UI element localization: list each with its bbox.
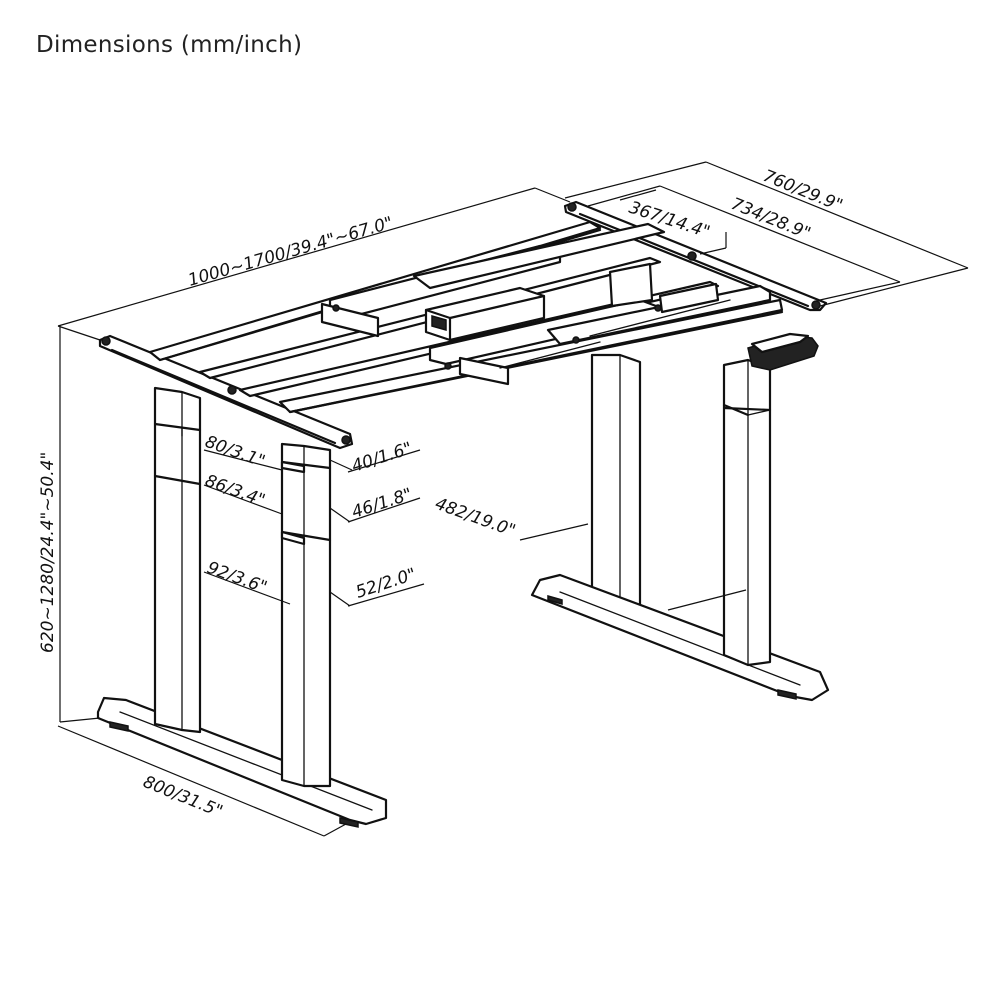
foot-length-label: 800/31.5" xyxy=(140,772,225,822)
column-lower-depth-label: 52/2.0" xyxy=(353,565,418,603)
height-range-label: 620~1280/24.4"~50.4" xyxy=(38,452,58,653)
column-middle-width-label: 86/3.4" xyxy=(202,471,267,511)
leg-distance-label: 482/19.0" xyxy=(432,494,518,541)
column-outer-depth-label: 40/1.6" xyxy=(349,439,414,477)
page-title: Dimensions (mm/inch) xyxy=(36,32,303,58)
left-leg xyxy=(96,386,388,828)
column-middle-depth-label: 46/1.8" xyxy=(349,485,414,523)
column-outer-width-label: 80/3.1" xyxy=(202,432,267,472)
top-frame xyxy=(98,200,828,450)
column-lower-width-label: 92/3.6" xyxy=(204,558,269,598)
right-leg xyxy=(530,332,830,702)
top-bracket-depth-label: 734/28.9" xyxy=(728,194,813,244)
frame-length-label: 1000~1700/39.4"~67.0" xyxy=(186,213,395,291)
dimension-lines xyxy=(57,161,969,837)
